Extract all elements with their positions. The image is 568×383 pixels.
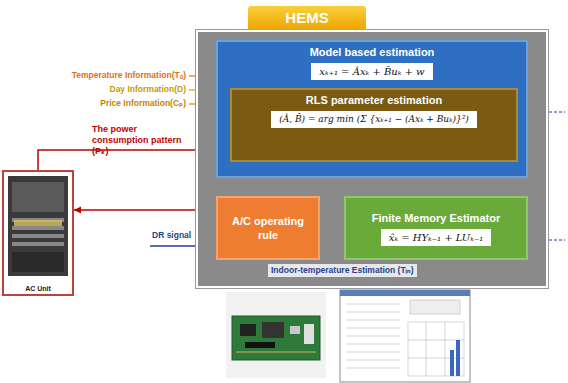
panel-tab: HEMS bbox=[248, 6, 366, 30]
software-screenshot bbox=[340, 290, 470, 382]
connector bbox=[38, 150, 216, 170]
ac-unit-photo bbox=[4, 172, 72, 294]
connector bbox=[74, 209, 216, 211]
formula: x̂ₖ = HYₖ₋₁ + LUₖ₋₁ bbox=[381, 229, 491, 246]
arrow-head bbox=[74, 207, 81, 214]
annotation-label: Day Information(D) bbox=[110, 84, 187, 95]
annotation-label: DR signal bbox=[152, 230, 191, 241]
ac-unit: AC Unit bbox=[2, 170, 74, 296]
circuit-board-photo bbox=[226, 292, 326, 378]
node-title: Model based estimation bbox=[224, 45, 520, 59]
rule-box: A/C operating rule bbox=[216, 196, 320, 260]
formula: xₖ₊₁ = Âxₖ + B̂uₖ + w bbox=[311, 63, 432, 80]
node-title: Finite Memory Estimator bbox=[372, 211, 500, 225]
estimation-box: Model based estimation xₖ₊₁ = Âxₖ + B̂uₖ … bbox=[216, 40, 528, 178]
node-title: AC Unit bbox=[4, 285, 72, 292]
hems-panel: HEMSModel based estimationxₖ₊₁ = Âxₖ + B… bbox=[196, 30, 548, 288]
annotation-label: Indoor-temperature Estimation (Tᵢₙ) bbox=[268, 264, 417, 277]
annotation-label: Price Information(Cₚ) bbox=[100, 98, 186, 109]
rls-box: RLS parameter estimation (Â, B̂) = arg mi… bbox=[230, 88, 518, 162]
formula: (Â, B̂) = arg min (Σ {xₖ₊₁ − (Axₖ + Buₖ)… bbox=[271, 111, 477, 128]
node-title: A/C operating rule bbox=[222, 214, 314, 242]
edge-label: The power consumption pattern (Pₖ) bbox=[92, 124, 192, 157]
node-title: RLS parameter estimation bbox=[238, 93, 510, 107]
outgoing-dashes bbox=[549, 112, 565, 240]
annotation-label: Temperature Information(Tₒ) bbox=[72, 70, 186, 81]
estimator-box: Finite Memory Estimator x̂ₖ = HYₖ₋₁ + LUₖ… bbox=[344, 196, 528, 260]
